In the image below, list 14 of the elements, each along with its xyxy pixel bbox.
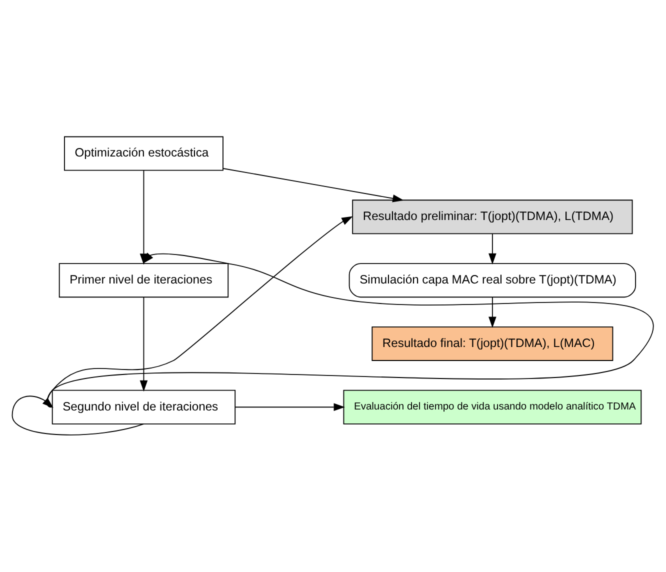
node-box: Primer nivel de iteraciones	[58, 263, 229, 298]
node-box: Segundo nivel de iteraciones	[52, 390, 236, 424]
arrow	[140, 296, 148, 392]
arrow	[488, 296, 496, 328]
node-box: Resultado final: T(jopt)(TDMA), L(MAC)	[372, 326, 614, 361]
node-box: Evaluación del tiempo de vida usando modelo analítico TDMA	[343, 390, 642, 424]
node-box: Optimización estocástica	[64, 136, 224, 171]
arrow	[488, 234, 496, 265]
node-box: Resultado preliminar: T(jopt)(TDMA), L(TDMA)	[352, 200, 633, 234]
node-box: Simulación capa MAC real sobre T(jopt)(TDMA)	[348, 263, 636, 298]
arrow	[234, 403, 345, 412]
arrow	[222, 168, 404, 202]
arrow	[46, 216, 353, 408]
arrow	[12, 396, 144, 436]
